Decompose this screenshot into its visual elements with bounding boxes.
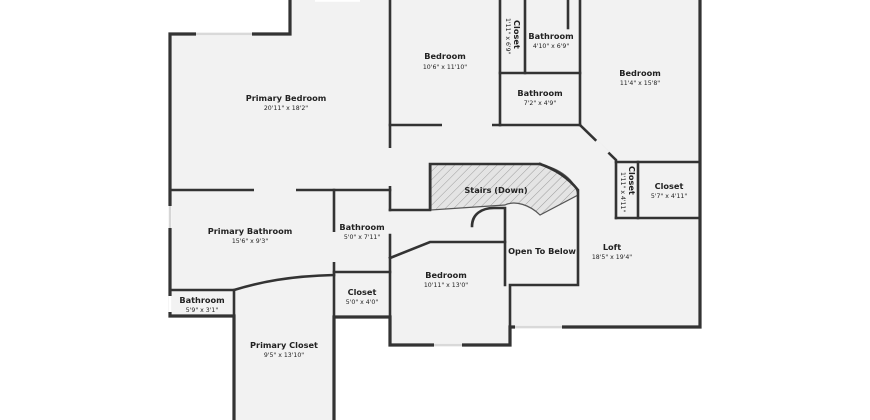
room-labels: Primary Bedroom 20'11" x 18'2" Bedroom 1… <box>179 18 687 359</box>
room-dims-primary-bedroom: 20'11" x 18'2" <box>264 105 308 112</box>
room-name-bathroom-4: Bathroom <box>179 295 224 305</box>
room-dims-bedroom-2: 11'4" x 15'8" <box>620 80 660 87</box>
room-name-open-to-below: Open To Below <box>508 246 576 256</box>
room-dims-closet-2: 1'11" x 4'11" <box>619 172 626 212</box>
room-dims-closet-3: 5'7" x 4'11" <box>651 193 688 200</box>
room-dims-bathroom-4: 5'9" x 3'1" <box>186 307 219 314</box>
room-name-primary-bathroom: Primary Bathroom <box>208 226 292 236</box>
room-name-bedroom-3: Bedroom <box>425 270 466 280</box>
door-openings <box>254 123 610 262</box>
room-name-loft: Loft <box>603 242 621 252</box>
room-name-closet-1: Closet <box>512 20 522 49</box>
room-dims-primary-closet: 9'5" x 13'10" <box>264 352 304 359</box>
stairs-hatch <box>431 164 578 215</box>
room-name-primary-closet: Primary Closet <box>250 340 318 350</box>
room-dims-bathroom-2: 7'2" x 4'9" <box>524 100 557 107</box>
room-name-bathroom-2: Bathroom <box>517 88 562 98</box>
room-name-primary-bedroom: Primary Bedroom <box>246 93 327 103</box>
room-name-stairs: Stairs (Down) <box>464 185 527 195</box>
room-dims-primary-bathroom: 15'6" x 9'3" <box>232 238 269 245</box>
room-dims-closet-4: 5'0" x 4'0" <box>346 299 379 306</box>
room-dims-bedroom-1: 10'6" x 11'10" <box>423 64 467 71</box>
room-name-closet-4: Closet <box>348 287 377 297</box>
room-name-bathroom-3: Bathroom <box>339 222 384 232</box>
room-name-closet-3: Closet <box>655 181 684 191</box>
room-name-bathroom-1: Bathroom <box>528 31 573 41</box>
room-dims-closet-1: 1'11" x 6'9" <box>504 18 511 55</box>
room-dims-bathroom-3: 5'0" x 7'11" <box>344 234 381 241</box>
room-name-bedroom-1: Bedroom <box>424 51 465 61</box>
room-dims-bathroom-1: 4'10" x 6'9" <box>533 43 570 50</box>
windows <box>168 0 562 347</box>
interior-walls <box>168 0 702 347</box>
room-dims-bedroom-3: 10'11" x 13'0" <box>424 282 468 289</box>
room-name-closet-2: Closet <box>627 166 637 195</box>
room-name-bedroom-2: Bedroom <box>619 68 660 78</box>
room-dims-loft: 18'5" x 19'4" <box>592 254 632 261</box>
